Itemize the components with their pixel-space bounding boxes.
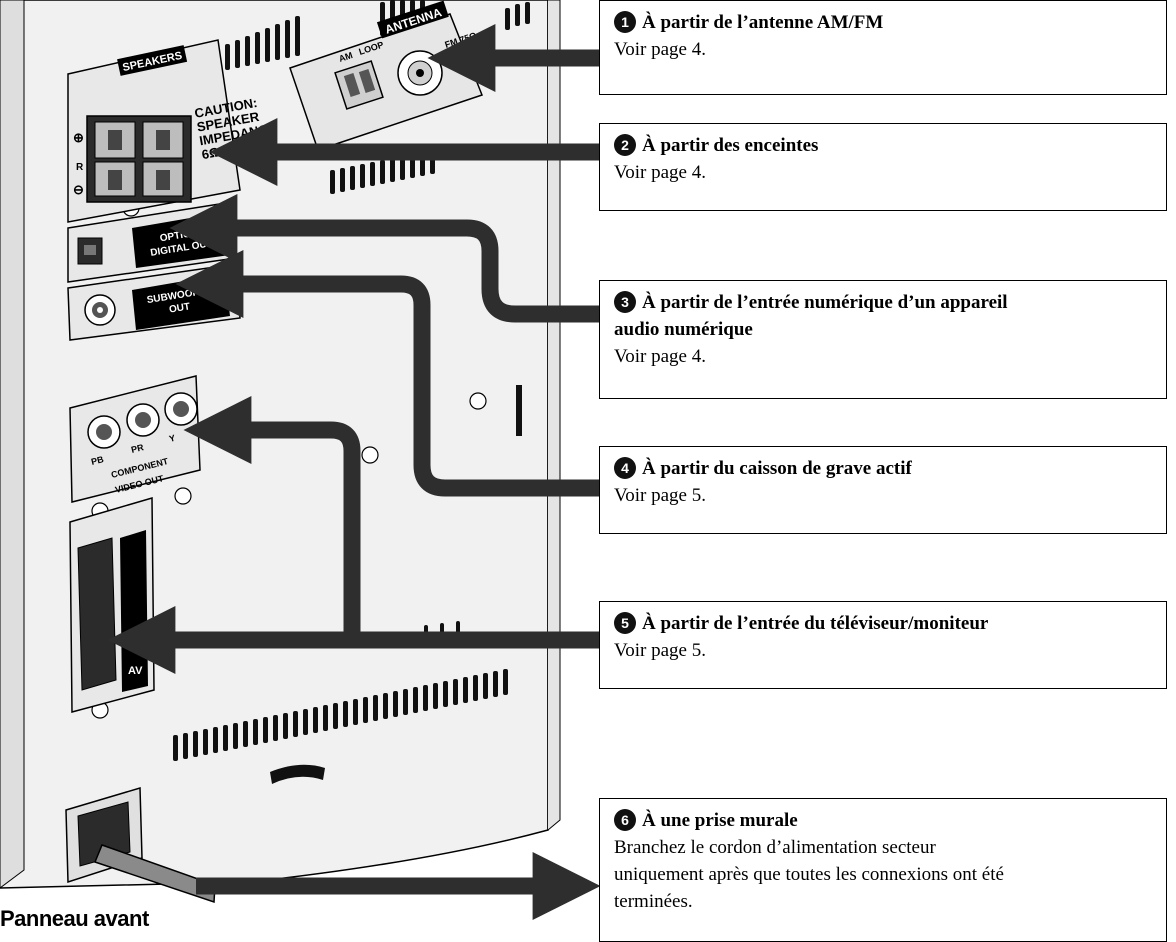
callout-speakers-body: Voir page 4. [614, 162, 706, 183]
number-badge: 2 [614, 134, 636, 156]
vent-slits-bottom [173, 669, 508, 761]
power-cord [94, 844, 216, 904]
speakers-label-bg [117, 45, 188, 76]
callout-optical-title-2: audio numérique [614, 319, 753, 340]
arrow-optical [169, 194, 600, 323]
callout-power-body-3: terminées. [614, 891, 693, 912]
speaker-terminals [67, 39, 241, 223]
av-scart-connector [69, 497, 155, 713]
callout-power-body-1: Branchez le cordon d’alimentation secteu… [614, 837, 936, 858]
connection-arrows [107, 24, 601, 920]
side-latch [516, 385, 522, 436]
number-badge: 1 [614, 11, 636, 33]
pr-label: PR [130, 442, 145, 455]
callout-power-body-2: uniquement après que toutes les connexio… [614, 864, 1004, 885]
am-loop-terminal [334, 60, 384, 110]
arrow-component [183, 396, 361, 640]
fm-coaxial-jack [397, 50, 443, 96]
plus-symbol: ⊕ [73, 130, 84, 145]
minus-symbol: ⊖ [73, 182, 84, 197]
number-badge: 5 [614, 612, 636, 634]
r-label: R [76, 162, 84, 173]
arrow-subwoofer [175, 250, 600, 497]
number-badge: 6 [614, 809, 636, 831]
am-label: AM [338, 50, 354, 64]
callout-subwoofer-body: Voir page 5. [614, 485, 706, 506]
handle-recess [270, 764, 325, 784]
y-label: Y [168, 433, 176, 444]
callout-optical-body: Voir page 4. [614, 346, 706, 367]
pb-label: PB [90, 454, 105, 467]
panel-caption: Panneau avant [0, 906, 149, 931]
number-badge: 4 [614, 457, 636, 479]
number-badge: 3 [614, 291, 636, 313]
callout-tv-body: Voir page 5. [614, 640, 706, 661]
callout-antenna-body: Voir page 4. [614, 39, 706, 60]
av-label: AV [128, 665, 143, 677]
antenna-label-bg [376, 0, 449, 39]
